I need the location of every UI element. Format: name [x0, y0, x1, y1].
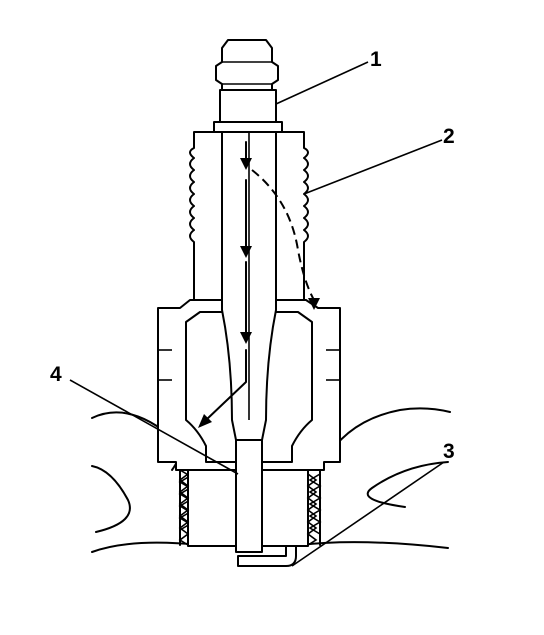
callout-4: 4 [50, 363, 239, 475]
callout-2: 2 [303, 125, 455, 195]
callout-label-2: 2 [443, 125, 455, 148]
callout-1: 1 [275, 48, 382, 105]
heat-flow-arrows [198, 141, 320, 428]
callout-3: 3 [291, 440, 455, 567]
spark-plug [157, 39, 341, 567]
callout-label-4: 4 [50, 363, 62, 386]
callout-label-3: 3 [443, 440, 455, 463]
callout-label-1: 1 [370, 48, 382, 71]
